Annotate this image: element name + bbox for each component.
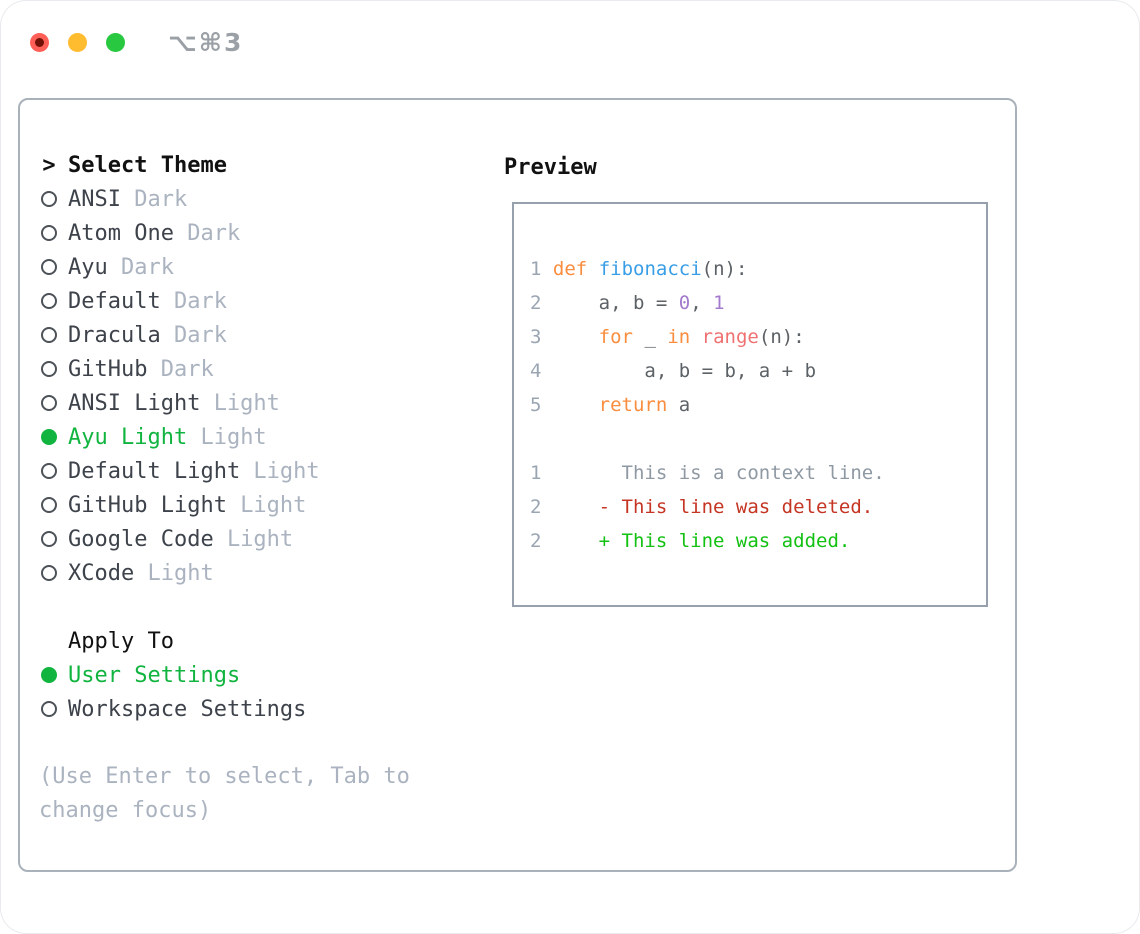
keyboard-hint-line2: change focus) xyxy=(39,798,212,823)
radio-icon xyxy=(39,488,59,522)
radio-icon xyxy=(39,352,59,386)
radio-icon xyxy=(39,556,59,590)
theme-option[interactable]: GitHub Dark xyxy=(39,352,499,386)
option-label: Default xyxy=(68,288,161,314)
variant-label: Dark xyxy=(134,186,188,212)
option-label: Ayu Light xyxy=(68,424,188,450)
radio-icon xyxy=(39,692,59,726)
theme-option[interactable]: ANSI Dark xyxy=(39,182,499,216)
window-shortcut-label: ⌥⌘3 xyxy=(168,28,244,57)
option-label: User Settings xyxy=(68,662,241,688)
radio-icon xyxy=(39,182,59,216)
theme-option[interactable]: ANSI Light Light xyxy=(39,386,499,420)
option-label: XCode xyxy=(68,560,135,586)
select-theme-title: Select Theme xyxy=(68,152,227,178)
select-theme-header: > Select Theme xyxy=(39,148,499,182)
theme-option[interactable]: GitHub Light Light xyxy=(39,488,499,522)
line-number: 2 xyxy=(530,530,542,552)
theme-option[interactable]: Default Light Light xyxy=(39,454,499,488)
variant-label: Light xyxy=(200,424,267,450)
variant-label: Light xyxy=(147,560,214,586)
variant-label: Light xyxy=(240,492,307,518)
line-number: 4 xyxy=(530,360,542,382)
radio-icon xyxy=(39,284,59,318)
radio-icon xyxy=(39,250,59,284)
code-line: 5 return a xyxy=(530,394,691,416)
apply-to-title: Apply To xyxy=(68,628,174,654)
radio-selected-icon xyxy=(39,420,59,454)
focus-caret-icon: > xyxy=(42,152,56,178)
line-number: 3 xyxy=(530,326,542,348)
titlebar: ⌥⌘3 xyxy=(30,28,243,57)
theme-option[interactable]: XCode Light xyxy=(39,556,499,590)
option-label: ANSI Light xyxy=(68,390,201,416)
variant-label: Dark xyxy=(187,220,241,246)
line-number: 5 xyxy=(530,394,542,416)
code-line: 2 a, b = 0, 1 xyxy=(530,292,725,314)
minimize-button[interactable] xyxy=(68,33,87,52)
line-number: 2 xyxy=(530,292,542,314)
code-line: 4 a, b = b, a + b xyxy=(530,360,817,382)
variant-label: Dark xyxy=(160,356,214,382)
option-label: Dracula xyxy=(68,322,161,348)
variant-label: Dark xyxy=(120,254,174,280)
zoom-button[interactable] xyxy=(106,33,125,52)
diff-line: 2 - This line was deleted. xyxy=(530,496,874,518)
apply-option[interactable]: Workspace Settings xyxy=(39,692,499,726)
marker-placeholder xyxy=(39,624,59,658)
radio-icon xyxy=(39,522,59,556)
variant-label: Light xyxy=(253,458,320,484)
option-label: GitHub xyxy=(68,356,148,382)
code-gap xyxy=(530,422,970,456)
line-number: 1 xyxy=(530,258,542,280)
option-label: Atom One xyxy=(68,220,174,246)
radio-icon xyxy=(39,386,59,420)
radio-selected-icon xyxy=(39,658,59,692)
option-label: Ayu xyxy=(68,254,108,280)
apply-option[interactable]: User Settings xyxy=(39,658,499,692)
close-button[interactable] xyxy=(30,33,49,52)
code-line: 1 def fibonacci(n): xyxy=(530,258,748,280)
keyboard-hint-line1: (Use Enter to select, Tab to xyxy=(39,764,410,789)
spacer xyxy=(39,590,499,624)
diff-line: 1 This is a context line. xyxy=(530,462,885,484)
radio-icon xyxy=(39,454,59,488)
diff-line: 2 + This line was added. xyxy=(530,530,851,552)
spacer xyxy=(39,726,499,760)
variant-label: Light xyxy=(226,526,294,552)
theme-option[interactable]: Ayu Dark xyxy=(39,250,499,284)
radio-icon xyxy=(39,318,59,352)
theme-option[interactable]: Default Dark xyxy=(39,284,499,318)
code-line: 3 for _ in range(n): xyxy=(530,326,805,348)
line-number: 1 xyxy=(530,462,542,484)
variant-label: Light xyxy=(213,390,280,416)
variant-label: Dark xyxy=(173,322,227,348)
theme-option[interactable]: Ayu Light Light xyxy=(39,420,499,454)
option-label: ANSI xyxy=(68,186,121,212)
option-label: GitHub Light xyxy=(68,492,227,518)
option-label: Google Code xyxy=(68,526,214,552)
line-number: 2 xyxy=(530,496,542,518)
option-label: Default Light xyxy=(68,458,241,484)
theme-option[interactable]: Atom One Dark xyxy=(39,216,499,250)
theme-option[interactable]: Dracula Dark xyxy=(39,318,499,352)
apply-to-header: Apply To xyxy=(39,624,499,658)
theme-option[interactable]: Google Code Light xyxy=(39,522,499,556)
diff-preview-block: 1 This is a context line. 2 - This line w… xyxy=(530,456,970,558)
preview-title: Preview xyxy=(504,155,597,180)
variant-label: Dark xyxy=(173,288,227,314)
radio-icon xyxy=(39,216,59,250)
option-label: Workspace Settings xyxy=(68,696,307,722)
code-preview-block: 1 def fibonacci(n): 2 a, b = 0, 1 3 for _ … xyxy=(530,252,970,422)
preview-pane: 1 def fibonacci(n): 2 a, b = 0, 1 3 for _ … xyxy=(512,202,988,607)
